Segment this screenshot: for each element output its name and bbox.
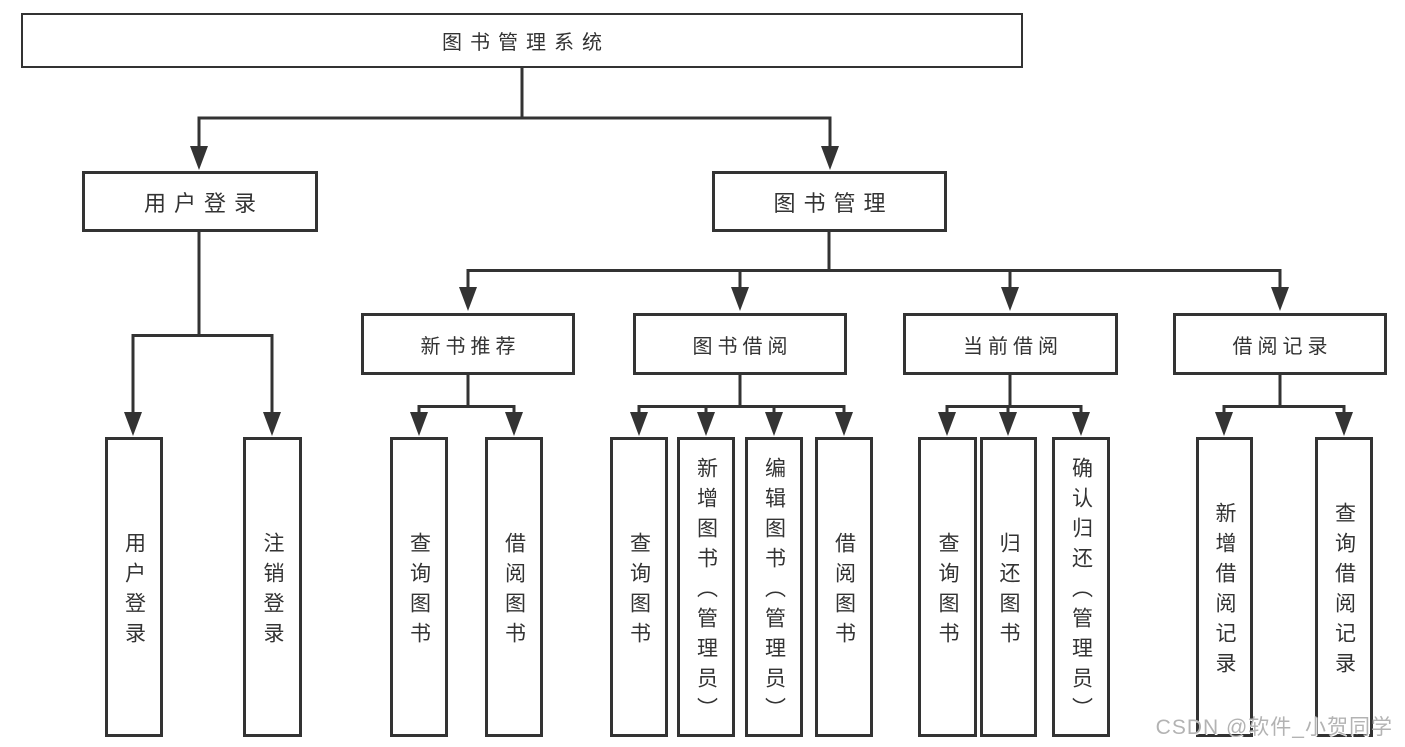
leaf-add-borrow-record-label: 新增借阅记录 xyxy=(1213,501,1236,682)
leaf-add-book-admin-label: 新增图书（管理员） xyxy=(694,456,718,727)
leaf-query-books-2-label: 查询图书 xyxy=(627,531,651,652)
leaf-borrow-books-1-label: 借阅图书 xyxy=(502,531,526,652)
node-new-book-recommend-label: 新书推荐 xyxy=(420,335,521,358)
leaf-query-books-1: 查询图书 xyxy=(390,437,448,737)
node-root-label: 图书管理系统 xyxy=(442,32,610,54)
leaf-query-books-2: 查询图书 xyxy=(610,437,668,737)
leaf-logout: 注销登录 xyxy=(243,437,302,737)
leaf-confirm-return-admin-label: 确认归还（管理员） xyxy=(1069,456,1093,727)
leaf-query-borrow-record: 查询借阅记录 xyxy=(1315,437,1373,737)
leaf-return-book: 归还图书 xyxy=(980,437,1037,737)
leaf-query-books-1-label: 查询图书 xyxy=(407,531,431,652)
node-root: 图书管理系统 xyxy=(21,13,1023,68)
node-book-borrow-label: 图书借阅 xyxy=(692,335,793,358)
leaf-query-books-3: 查询图书 xyxy=(918,437,977,737)
node-user-login: 用户登录 xyxy=(82,171,318,232)
leaf-return-book-label: 归还图书 xyxy=(997,531,1020,652)
node-book-management: 图书管理 xyxy=(712,171,947,232)
node-new-book-recommend: 新书推荐 xyxy=(361,313,575,375)
node-user-login-label: 用户登录 xyxy=(143,190,264,216)
node-borrow-records-label: 借阅记录 xyxy=(1232,335,1333,358)
leaf-borrow-books-1: 借阅图书 xyxy=(485,437,543,737)
leaf-borrow-books-2: 借阅图书 xyxy=(815,437,873,737)
leaf-user-login-label: 用户登录 xyxy=(122,531,146,652)
leaf-edit-book-admin: 编辑图书（管理员） xyxy=(745,437,803,737)
node-current-borrow-label: 当前借阅 xyxy=(963,335,1063,358)
leaf-add-borrow-record: 新增借阅记录 xyxy=(1196,437,1253,737)
leaf-query-borrow-record-label: 查询借阅记录 xyxy=(1332,501,1356,682)
node-current-borrow: 当前借阅 xyxy=(903,313,1118,375)
node-book-management-label: 图书管理 xyxy=(773,190,894,216)
leaf-confirm-return-admin: 确认归还（管理员） xyxy=(1052,437,1110,737)
leaf-query-books-3-label: 查询图书 xyxy=(936,531,959,652)
leaf-edit-book-admin-label: 编辑图书（管理员） xyxy=(762,456,786,727)
node-borrow-records: 借阅记录 xyxy=(1173,313,1387,375)
csdn-watermark: CSDN @软件_小贺同学 xyxy=(1155,716,1393,739)
leaf-add-book-admin: 新增图书（管理员） xyxy=(677,437,735,737)
leaf-logout-label: 注销登录 xyxy=(261,531,284,652)
leaf-borrow-books-2-label: 借阅图书 xyxy=(832,531,856,652)
node-book-borrow: 图书借阅 xyxy=(633,313,847,375)
leaf-user-login: 用户登录 xyxy=(105,437,163,737)
